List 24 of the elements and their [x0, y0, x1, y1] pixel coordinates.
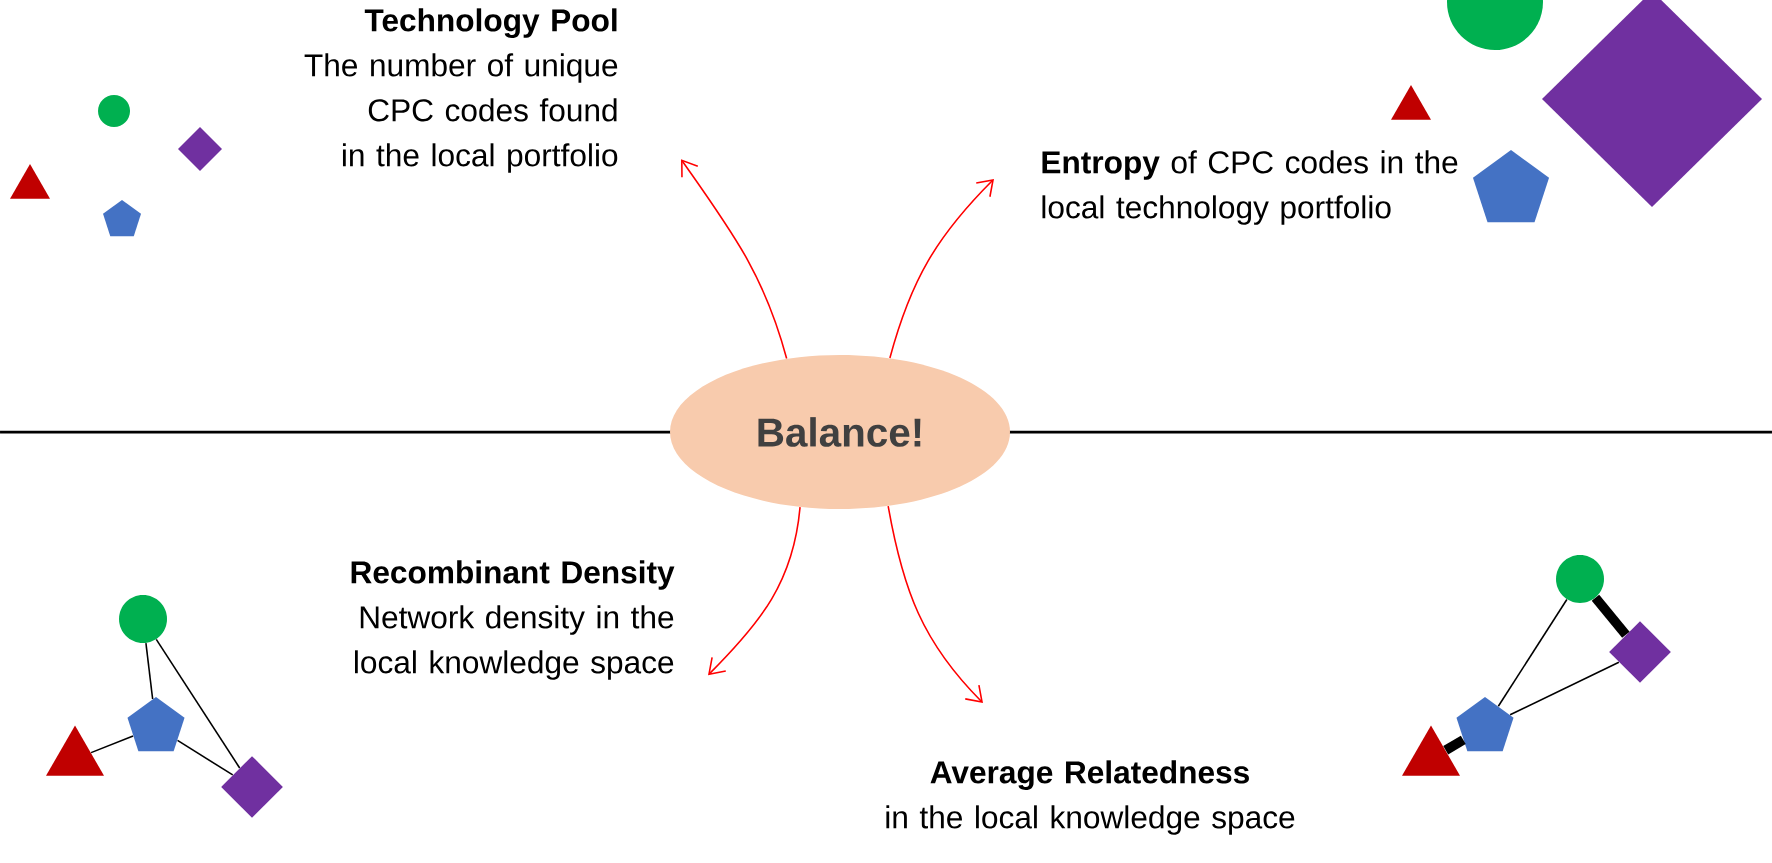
description-text: Average Relatedness in the local knowledge space: [886, 760, 1295, 835]
diamond-node: [221, 756, 283, 818]
connector-line: [176, 739, 234, 776]
connector-line: [155, 638, 241, 769]
connector-line: [1497, 598, 1568, 707]
arrow: [887, 505, 983, 703]
arrow: [889, 179, 994, 359]
connector-line: [1591, 594, 1630, 638]
connector-line: [1443, 735, 1466, 755]
connector-line: [145, 642, 154, 700]
connector-line: [90, 735, 134, 754]
arrow: [681, 159, 788, 360]
triangle-node: [1402, 725, 1460, 776]
pentagon-node: [127, 697, 185, 752]
description-text: Recombinant Density Network density in the local knowledge space: [351, 560, 675, 680]
description-text: Entropy of CPC codes in the local technology portfolio: [1042, 150, 1458, 225]
arrow: [708, 506, 801, 676]
connector-line: [1509, 661, 1620, 716]
circle-node: [119, 595, 167, 643]
pentagon-node: [1456, 697, 1514, 752]
circle-node: [1556, 555, 1604, 603]
description-text: Technology Pool The number of unique CPC codes found in the local portfolio: [304, 8, 618, 173]
diamond-node: [1609, 621, 1671, 683]
triangle-node: [46, 725, 105, 776]
